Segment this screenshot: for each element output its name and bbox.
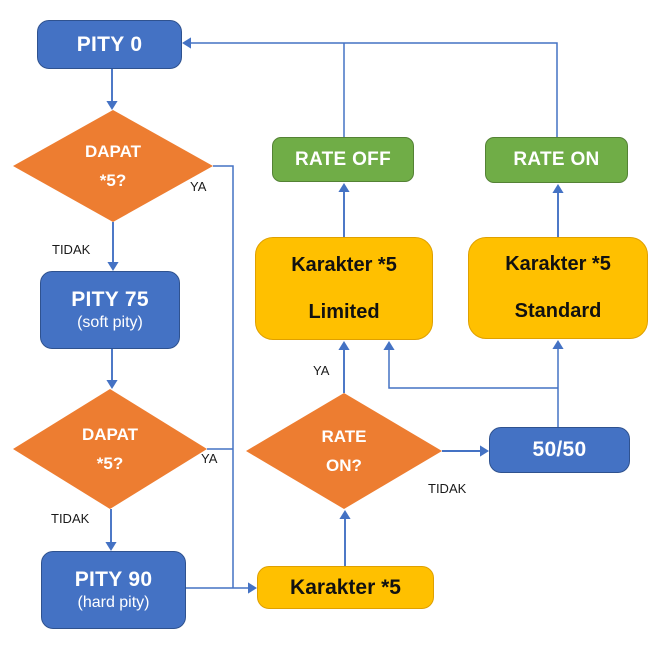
arrow-rateonq-5050 [480, 445, 489, 457]
node-pity-0: PITY 0 [37, 20, 182, 69]
node-limited-line1: Karakter *5 [291, 253, 397, 276]
arrow-rateon-pity0 [182, 37, 191, 49]
arrow-karakter5-rateonq [339, 510, 351, 519]
edge-rateon-pity0 [191, 42, 558, 137]
node-50-50-label: 50/50 [532, 438, 587, 461]
node-rate-on-label: RATE ON [513, 149, 600, 170]
edge-dapat1-ya [213, 165, 234, 588]
edge-label-tidak-dapat1: TIDAK [52, 242, 91, 257]
edge-5050-limited [388, 350, 558, 389]
node-50-50: 50/50 [489, 427, 630, 473]
arrow-5050-limited [383, 341, 395, 350]
arrow-dapat2-pity90 [105, 542, 117, 551]
node-pity-75-label: PITY 75 [71, 288, 149, 311]
node-pity-75: PITY 75 (soft pity) [40, 271, 180, 349]
node-karakter-5-limited: Karakter *5 Limited [255, 237, 433, 340]
node-standard-line2: Standard [514, 300, 602, 322]
edge-label-ya-dapat1: YA [190, 179, 207, 194]
node-pity-90-label: PITY 90 [74, 568, 153, 591]
arrow-standard-rateon [552, 184, 564, 193]
node-rate-off-label: RATE OFF [295, 148, 391, 170]
node-rate-off: RATE OFF [272, 137, 414, 182]
edge-label-tidak-rateon: TIDAK [428, 481, 467, 496]
decision-dapat1-line2: *5? [99, 170, 127, 190]
edge-label-tidak-dapat2: TIDAK [51, 511, 90, 526]
node-karakter-5: Karakter *5 [257, 566, 434, 609]
decision-dapat2-line1: DAPAT [81, 424, 139, 444]
arrow-dapat1-pity75 [107, 262, 119, 271]
node-karakter-5-label: Karakter *5 [290, 575, 401, 599]
arrow-5050-standard [552, 340, 564, 349]
arrow-rateonq-limited [338, 341, 350, 350]
decision-rateon-line1: RATE [321, 426, 367, 446]
node-pity-90-sublabel: (hard pity) [77, 594, 150, 611]
arrow-pity0-dapat1 [106, 101, 118, 110]
decision-rateon-line2: ON? [326, 455, 362, 475]
node-pity-90: PITY 90 (hard pity) [41, 551, 186, 629]
edge-label-ya-rateon: YA [313, 363, 330, 378]
node-pity-75-sublabel: (soft pity) [77, 314, 143, 331]
node-standard-line1: Karakter *5 [505, 253, 611, 275]
arrow-pity75-dapat2 [106, 380, 118, 389]
node-limited-line2: Limited [308, 300, 380, 323]
edge-label-ya-dapat2: YA [201, 451, 218, 466]
arrow-pity90-karakter5 [248, 582, 257, 594]
arrow-limited-rateoff [338, 183, 350, 192]
node-karakter-5-standard: Karakter *5 Standard [468, 237, 648, 339]
decision-dapat1-line1: DAPAT [84, 141, 142, 161]
decision-dapat2-line2: *5? [96, 453, 124, 473]
node-pity-0-label: PITY 0 [76, 32, 143, 56]
node-rate-on: RATE ON [485, 137, 628, 183]
